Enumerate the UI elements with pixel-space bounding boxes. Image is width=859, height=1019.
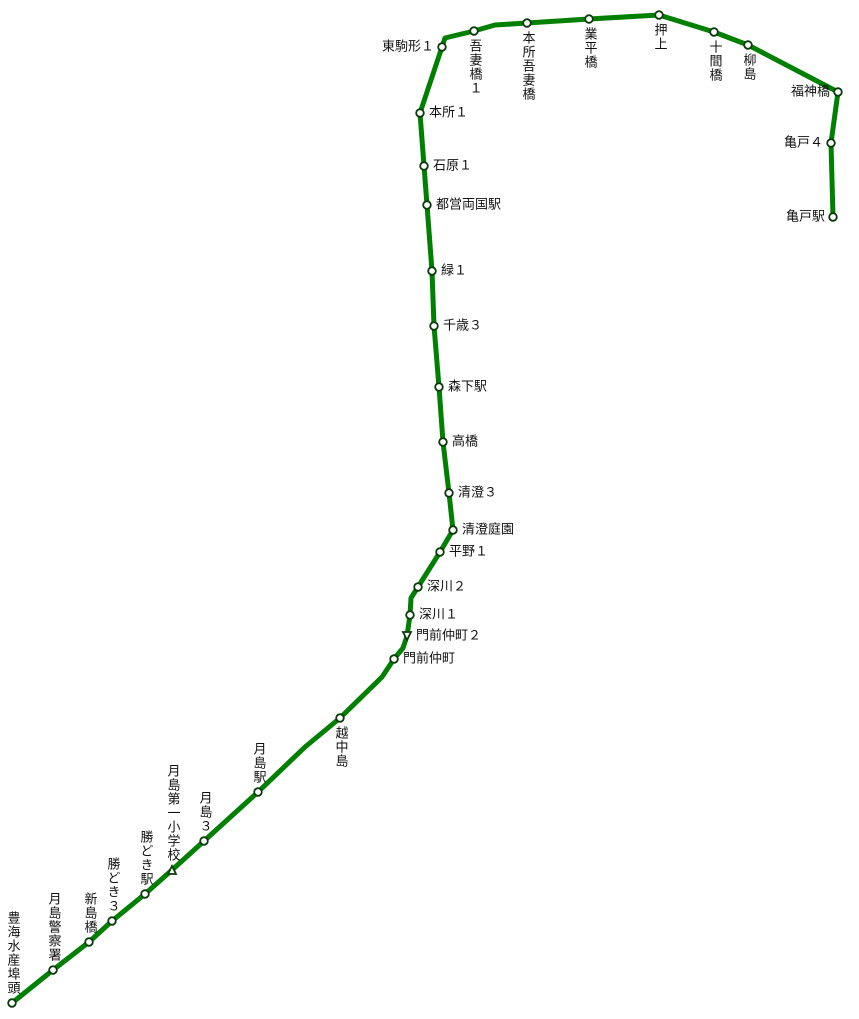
stop-label[interactable]: 本所吾妻橋 [519, 31, 535, 101]
stop-marker-icon[interactable] [438, 437, 448, 447]
stop-label[interactable]: 東駒形１ [381, 39, 434, 55]
stop-label[interactable]: 都営両国駅 [436, 197, 502, 213]
stop-marker-icon[interactable] [48, 965, 58, 975]
stop-marker-icon[interactable] [434, 382, 444, 392]
stop-marker-icon[interactable] [828, 212, 838, 222]
stop-marker-icon[interactable] [469, 26, 479, 36]
stop-label[interactable]: 平野１ [449, 544, 489, 560]
stop-marker-icon[interactable] [419, 161, 429, 171]
stop-label[interactable]: 亀戸駅 [785, 209, 825, 225]
stop-label[interactable]: 石原１ [433, 158, 473, 174]
stop-marker-icon[interactable] [435, 547, 445, 557]
stop-marker-triangle-icon[interactable] [401, 631, 413, 643]
stop-marker-icon[interactable] [709, 27, 719, 37]
stop-label[interactable]: 清澄３ [458, 485, 498, 501]
stop-label[interactable]: 月島第一小学校 [164, 764, 180, 862]
stop-label[interactable]: 勝どき３ [104, 857, 120, 913]
stop-label[interactable]: 吾妻橋１ [466, 39, 482, 95]
stop-label[interactable]: 押上 [651, 23, 667, 51]
stop-marker-icon[interactable] [584, 14, 594, 24]
stop-label[interactable]: 亀戸４ [783, 135, 823, 151]
stop-label[interactable]: 緑１ [441, 263, 468, 279]
stop-marker-triangle-icon[interactable] [166, 863, 178, 875]
stop-marker-icon[interactable] [253, 787, 263, 797]
stop-label[interactable]: 勝どき駅 [137, 830, 153, 886]
stop-label[interactable]: 月島警察署 [45, 892, 61, 962]
stop-marker-icon[interactable] [427, 266, 437, 276]
stop-label[interactable]: 深川２ [427, 579, 467, 595]
stop-marker-icon[interactable] [107, 916, 117, 926]
stop-label[interactable]: 清澄庭園 [462, 522, 515, 538]
stop-marker-icon[interactable] [833, 87, 843, 97]
stop-label[interactable]: 森下駅 [448, 379, 488, 395]
stop-label[interactable]: 越中島 [332, 726, 348, 768]
stop-marker-icon[interactable] [437, 42, 447, 52]
stop-marker-icon[interactable] [84, 937, 94, 947]
stop-marker-icon[interactable] [140, 889, 150, 899]
stop-label[interactable]: 深川１ [419, 607, 459, 623]
stop-marker-icon[interactable] [335, 713, 345, 723]
stop-label[interactable]: 十間橋 [706, 40, 722, 82]
stop-label[interactable]: 柳島 [740, 53, 756, 81]
stop-label[interactable]: 福神橋 [790, 84, 830, 100]
stop-marker-icon[interactable] [405, 610, 415, 620]
stop-marker-icon[interactable] [448, 525, 458, 535]
stop-marker-icon[interactable] [413, 582, 423, 592]
stop-label[interactable]: 門前仲町２ [416, 628, 482, 644]
stop-label[interactable]: 千歳３ [443, 318, 483, 334]
stop-marker-icon[interactable] [743, 40, 753, 50]
stop-label[interactable]: 門前仲町 [403, 651, 456, 667]
stop-label[interactable]: 月島駅 [250, 742, 266, 784]
stop-marker-icon[interactable] [522, 18, 532, 28]
stop-marker-icon[interactable] [7, 998, 17, 1008]
stop-label[interactable]: 月島３ [196, 791, 212, 833]
stop-marker-icon[interactable] [199, 836, 209, 846]
stop-marker-icon[interactable] [654, 10, 664, 20]
stop-label[interactable]: 業平橋 [581, 27, 597, 69]
stop-label[interactable]: 高橋 [452, 434, 479, 450]
stop-label[interactable]: 豊海水産埠頭 [4, 911, 20, 995]
stop-label[interactable]: 新島橋 [81, 892, 97, 934]
stop-marker-icon[interactable] [444, 488, 454, 498]
stop-label[interactable]: 本所１ [429, 105, 469, 121]
stop-marker-icon[interactable] [429, 321, 439, 331]
stop-marker-icon[interactable] [389, 654, 399, 664]
stop-marker-icon[interactable] [422, 200, 432, 210]
stop-marker-icon[interactable] [826, 138, 836, 148]
stop-marker-icon[interactable] [415, 108, 425, 118]
